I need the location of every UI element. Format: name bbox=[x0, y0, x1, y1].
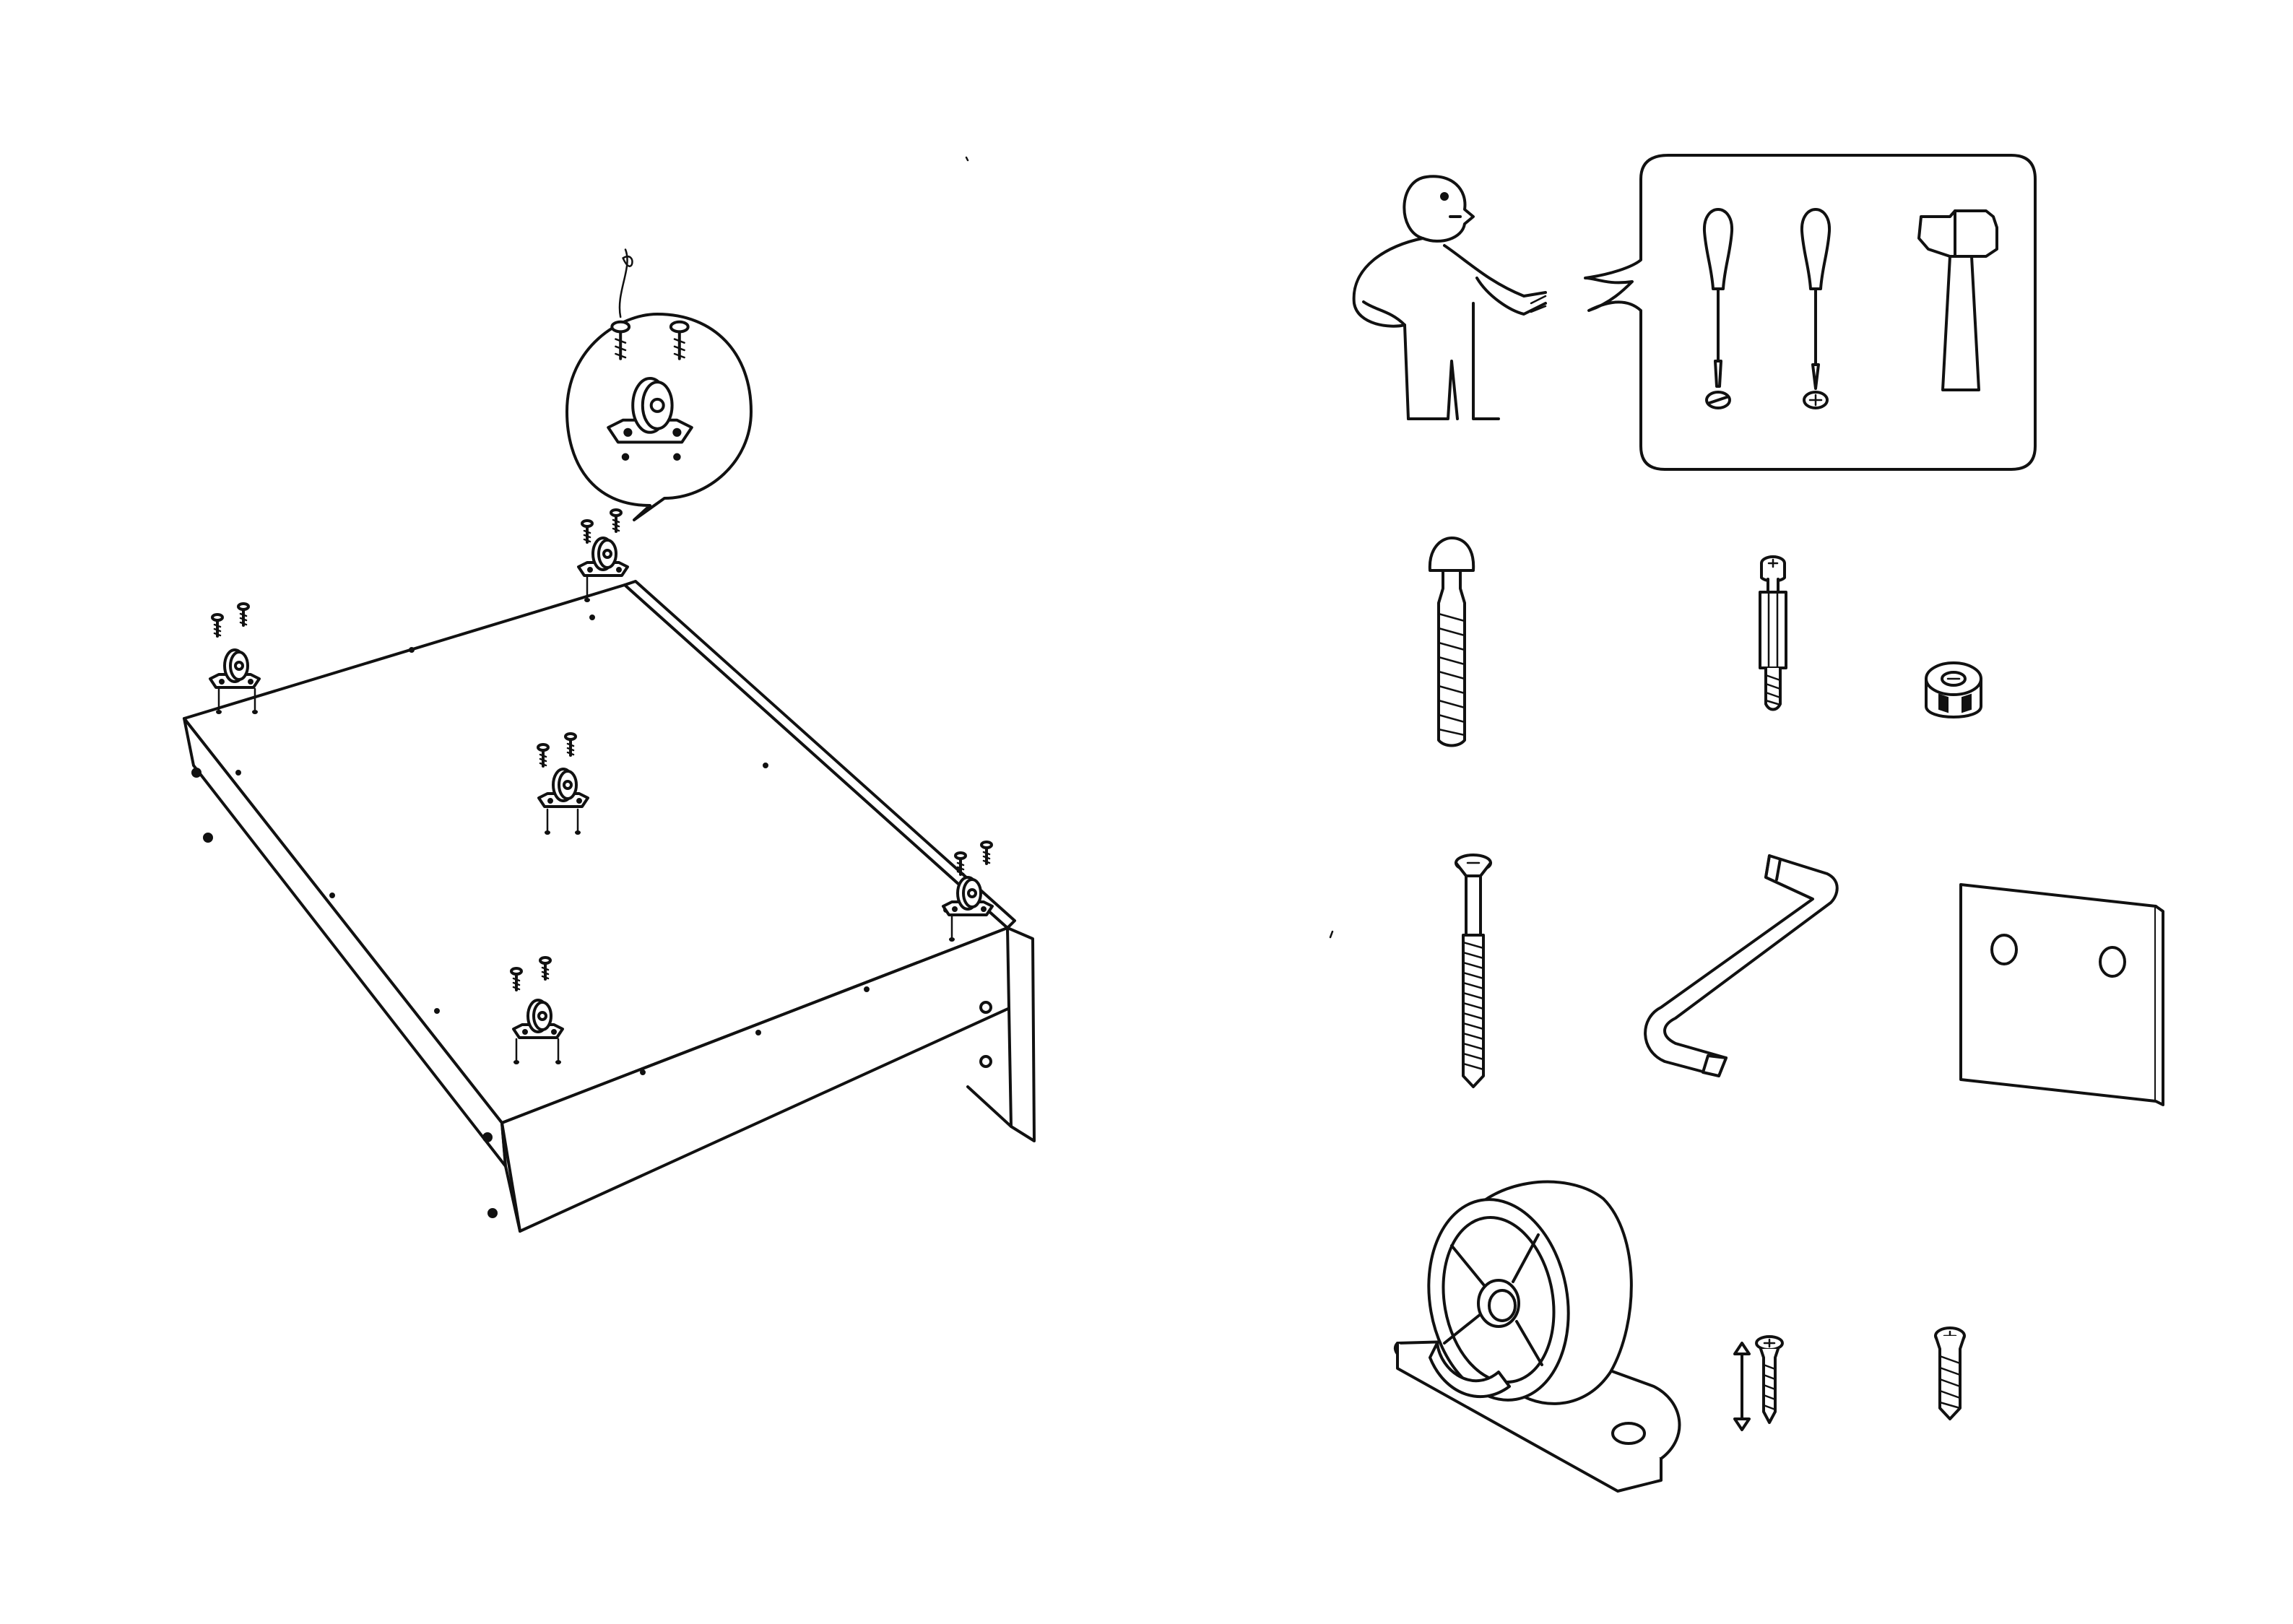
mushroom-dowel-icon bbox=[1430, 538, 1473, 746]
long-screw-icon bbox=[1456, 855, 1491, 1087]
flat-screwdriver-icon bbox=[1704, 209, 1732, 408]
length-arrow-icon bbox=[1735, 1343, 1749, 1430]
end-panel bbox=[1007, 928, 1034, 1141]
phillips-screwdriver-icon bbox=[1802, 209, 1829, 408]
short-screw-icon bbox=[1735, 1337, 1782, 1430]
square-plate-icon bbox=[1961, 885, 2163, 1105]
cam-lock-nut-icon bbox=[1926, 663, 1981, 717]
ikea-person-icon bbox=[1354, 176, 1546, 419]
base-panel-assembly bbox=[184, 510, 1034, 1231]
allen-key-icon bbox=[1645, 856, 1837, 1076]
cam-bolt-icon bbox=[1760, 557, 1786, 710]
hammer-icon bbox=[1919, 211, 1997, 390]
caster-detail-callout bbox=[567, 250, 751, 521]
wood-screw-icon bbox=[1936, 1328, 1964, 1419]
caster-wheel-icon bbox=[1395, 1182, 1680, 1491]
